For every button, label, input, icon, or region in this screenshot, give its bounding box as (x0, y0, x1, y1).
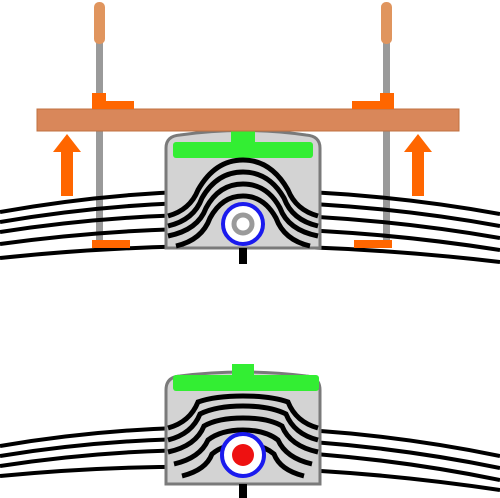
eye-loop (173, 427, 313, 467)
left-upper-bracket-foot (92, 101, 134, 109)
eye-loop (167, 169, 319, 229)
left-rod-shaft (96, 40, 103, 246)
top-housing (164, 129, 322, 264)
housing-pad (173, 142, 313, 158)
left-lower-bracket (92, 240, 130, 248)
housing-pad-top (231, 131, 255, 143)
right-rod-shaft (383, 40, 390, 246)
right-rod (381, 2, 392, 246)
right-upper-bracket-foot (352, 101, 394, 109)
right-lower-bracket (354, 240, 392, 248)
clamp-plate (36, 108, 460, 132)
mount-post (239, 484, 247, 498)
housing-pad (173, 375, 319, 391)
eye-loop (175, 193, 311, 249)
eye-loop (167, 415, 319, 455)
locked-bolt-icon (232, 444, 254, 466)
eye-loop (167, 157, 319, 219)
eye-loop (167, 403, 319, 443)
top-panel (0, 2, 500, 264)
arrow-up-icon (53, 134, 81, 196)
housing-pad-top (232, 364, 254, 376)
arrow-up-icon (404, 134, 432, 196)
eye-loops (167, 157, 319, 249)
eye-loop (167, 393, 319, 431)
eye-loop (167, 181, 319, 239)
bottom-housing (164, 364, 322, 498)
mount-post (239, 248, 247, 264)
right-rod-handle (381, 2, 392, 44)
open-bolt-icon (231, 212, 255, 236)
left-rod-handle (94, 2, 105, 44)
bottom-panel (0, 364, 500, 498)
left-rod (94, 2, 105, 246)
